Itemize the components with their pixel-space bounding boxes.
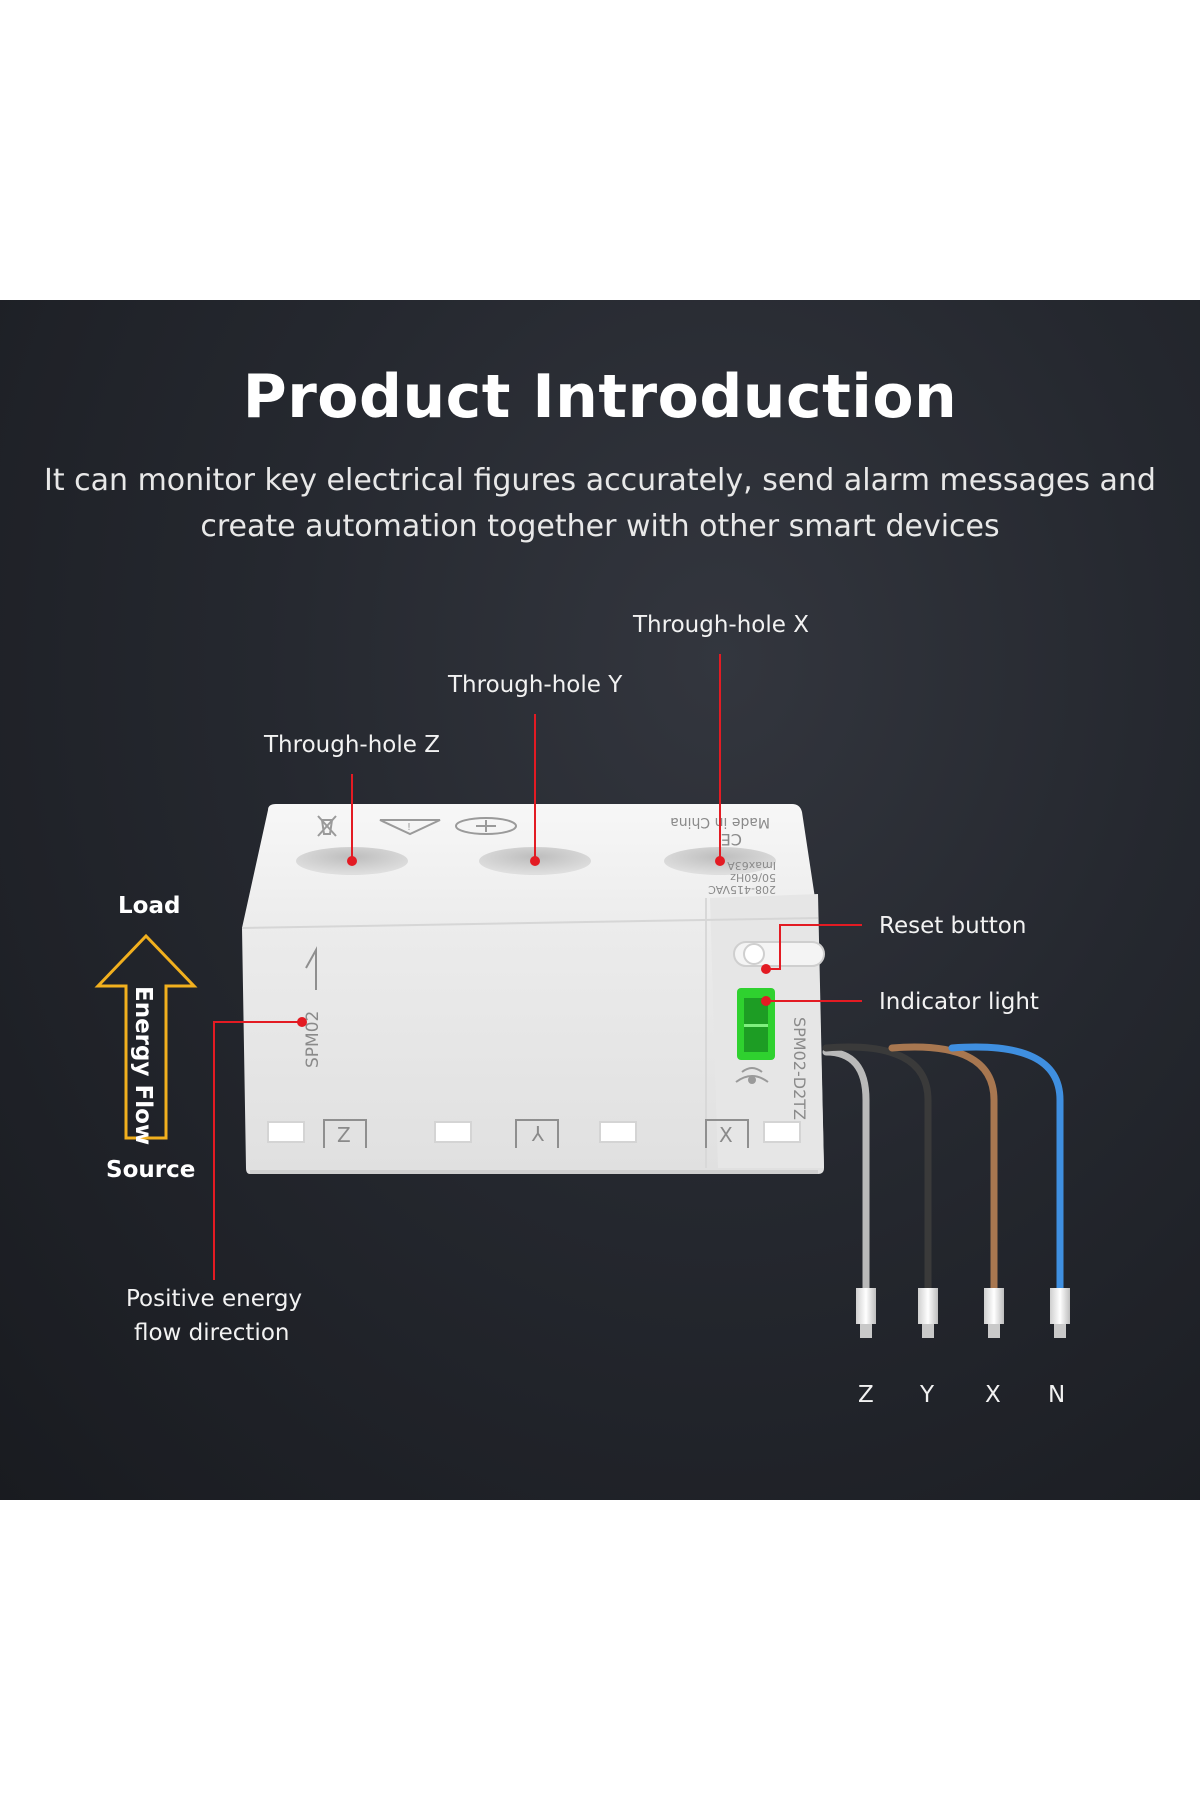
product-diagram: ! Made in China CE 208-415VAC 50/60Hz Im… bbox=[94, 612, 1070, 1408]
indicator-light bbox=[737, 988, 775, 1060]
callout-through-hole-y: Through-hole Y bbox=[447, 672, 623, 866]
wire-label-n: N bbox=[1048, 1382, 1065, 1408]
svg-text:Z: Z bbox=[337, 1123, 351, 1147]
label-indicator-light: Indicator light bbox=[879, 989, 1039, 1015]
certification-mark-icon bbox=[455, 817, 517, 835]
wire-x bbox=[888, 1043, 998, 1299]
wires bbox=[822, 1043, 1064, 1299]
wire-label-y: Y bbox=[919, 1382, 935, 1408]
callout-through-hole-z: Through-hole Z bbox=[263, 732, 440, 866]
ferrule-y bbox=[918, 1288, 938, 1338]
source-label: Source bbox=[106, 1157, 195, 1183]
signal-icon bbox=[735, 1067, 769, 1084]
label-through-hole-x: Through-hole X bbox=[632, 612, 809, 638]
wire-ferrules bbox=[856, 1288, 1070, 1338]
warning-triangle-icon: ! bbox=[379, 819, 441, 836]
callout-positive-flow: Positive energy flow direction bbox=[126, 1017, 307, 1346]
terminal-slot-y: Y bbox=[515, 1119, 559, 1148]
label-positive-flow-2: flow direction bbox=[134, 1320, 289, 1346]
energy-flow-indicator: Load Energy Flow Source bbox=[94, 893, 198, 1183]
wire-y bbox=[822, 1043, 932, 1299]
device-front-face bbox=[242, 918, 824, 1174]
energy-meter-device: ! Made in China CE 208-415VAC 50/60Hz Im… bbox=[241, 804, 825, 1174]
wire-z bbox=[822, 1048, 870, 1299]
ce-mark: CE bbox=[721, 830, 742, 849]
wire-label-x: X bbox=[985, 1382, 1001, 1408]
callout-reset-button: Reset button bbox=[761, 913, 1026, 974]
svg-text:X: X bbox=[719, 1123, 733, 1147]
ferrule-n bbox=[1050, 1288, 1070, 1338]
energy-flow-arrow-icon bbox=[94, 933, 198, 1140]
svg-text:Y: Y bbox=[531, 1121, 545, 1145]
spec-voltage: 208-415VAC bbox=[708, 883, 776, 896]
callout-indicator-light: Indicator light bbox=[761, 989, 1039, 1015]
label-through-hole-z: Through-hole Z bbox=[263, 732, 440, 758]
spec-frequency: 50/60Hz bbox=[730, 871, 776, 884]
energy-flow-text: Energy Flow bbox=[130, 986, 156, 1145]
wire-n bbox=[948, 1043, 1064, 1299]
label-through-hole-y: Through-hole Y bbox=[447, 672, 623, 698]
spec-current: Imax63A bbox=[727, 859, 776, 872]
flow-direction-mark bbox=[305, 946, 317, 990]
model-side: SPM02-D2TZ bbox=[790, 1017, 809, 1120]
product-intro-panel: Product Introduction It can monitor key … bbox=[0, 300, 1200, 1500]
ferrule-z bbox=[856, 1288, 876, 1338]
label-positive-flow-1: Positive energy bbox=[126, 1286, 302, 1312]
svg-text:!: ! bbox=[407, 822, 411, 833]
terminal-slot-z: Z bbox=[323, 1119, 367, 1148]
wire-label-z: Z bbox=[858, 1382, 874, 1408]
page-title: Product Introduction bbox=[242, 362, 958, 432]
ferrule-x bbox=[984, 1288, 1004, 1338]
weee-icon bbox=[317, 815, 337, 837]
load-label: Load bbox=[118, 893, 180, 919]
bottom-terminals bbox=[267, 1121, 801, 1143]
label-reset-button: Reset button bbox=[879, 913, 1026, 939]
callout-through-hole-x: Through-hole X bbox=[632, 612, 809, 866]
terminal-slot-x: X bbox=[705, 1119, 749, 1148]
model-front: SPM02 bbox=[303, 1011, 323, 1068]
page-subtitle: It can monitor key electrical figures ac… bbox=[44, 463, 1156, 544]
